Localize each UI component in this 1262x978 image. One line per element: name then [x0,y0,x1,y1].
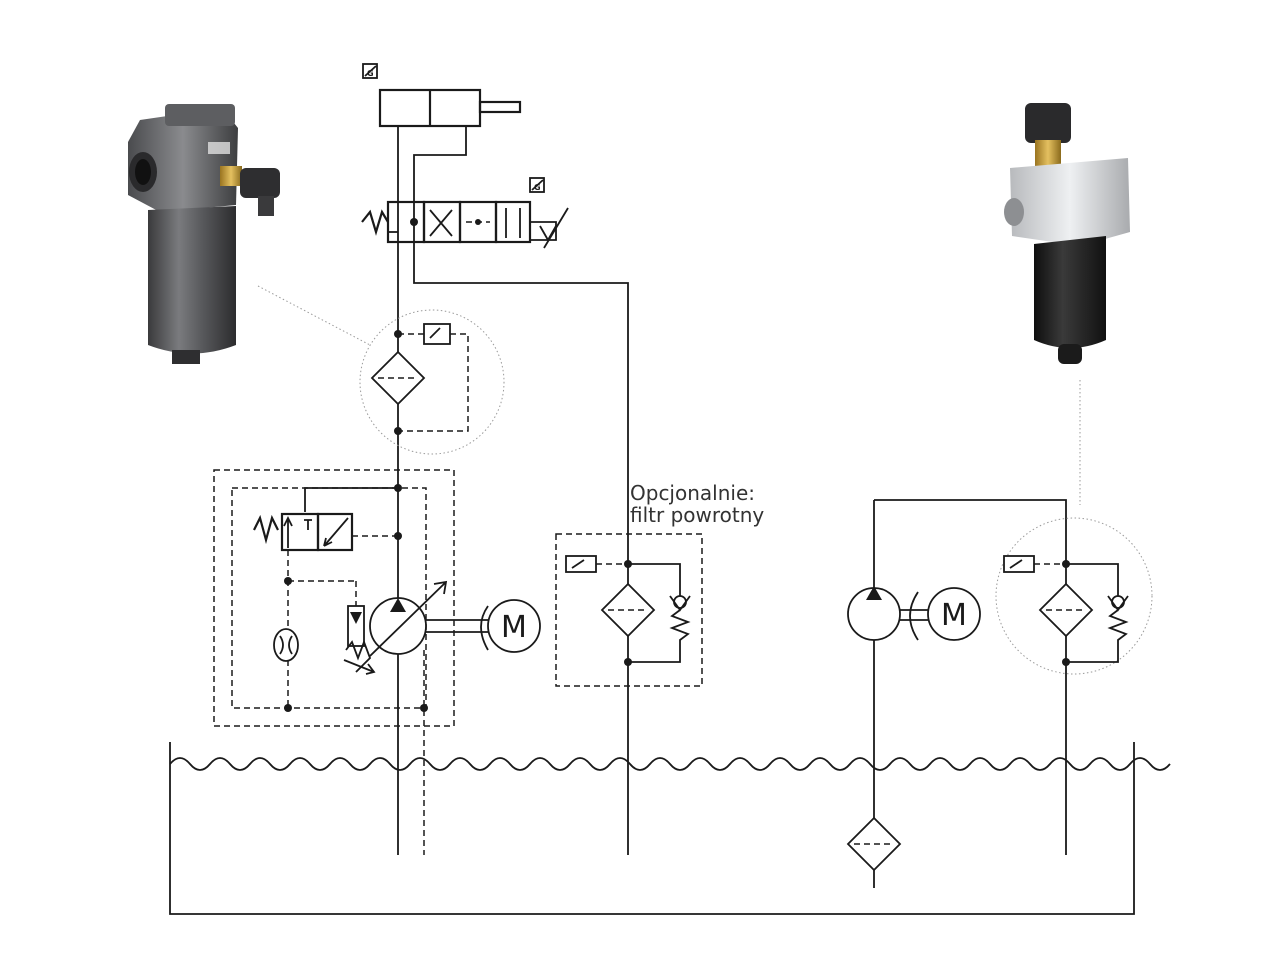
aux-motor-label: M [941,598,967,633]
main-pump [369,580,489,657]
pump-group [213,469,455,855]
pressure-filter-callout [359,309,505,455]
optional-return-filter [555,533,703,687]
pressure-filter-symbol [370,323,469,435]
return-line [413,126,629,855]
main-motor-label: M [501,610,527,645]
suction-strainer [846,816,902,872]
main-motor: M [487,599,541,653]
pressure-filter-photo [128,104,280,364]
optional-label-line1: Opcjonalnie: [630,481,755,505]
aux-motor: M [927,587,981,641]
return-filter-photo [1004,103,1130,364]
aux-return-line [874,499,1067,855]
directional-valve: G [361,177,569,249]
svg-text:G: G [367,69,374,78]
return-filter-symbol [1003,555,1129,666]
optional-label-line2: filtr powrotny [630,503,764,527]
return-filter-callout [995,517,1153,675]
aux-pump [847,586,928,641]
hydraulic-cylinder: G [362,63,522,128]
tank [169,742,1171,915]
svg-text:G: G [534,183,541,192]
leader-line-left [257,285,371,346]
